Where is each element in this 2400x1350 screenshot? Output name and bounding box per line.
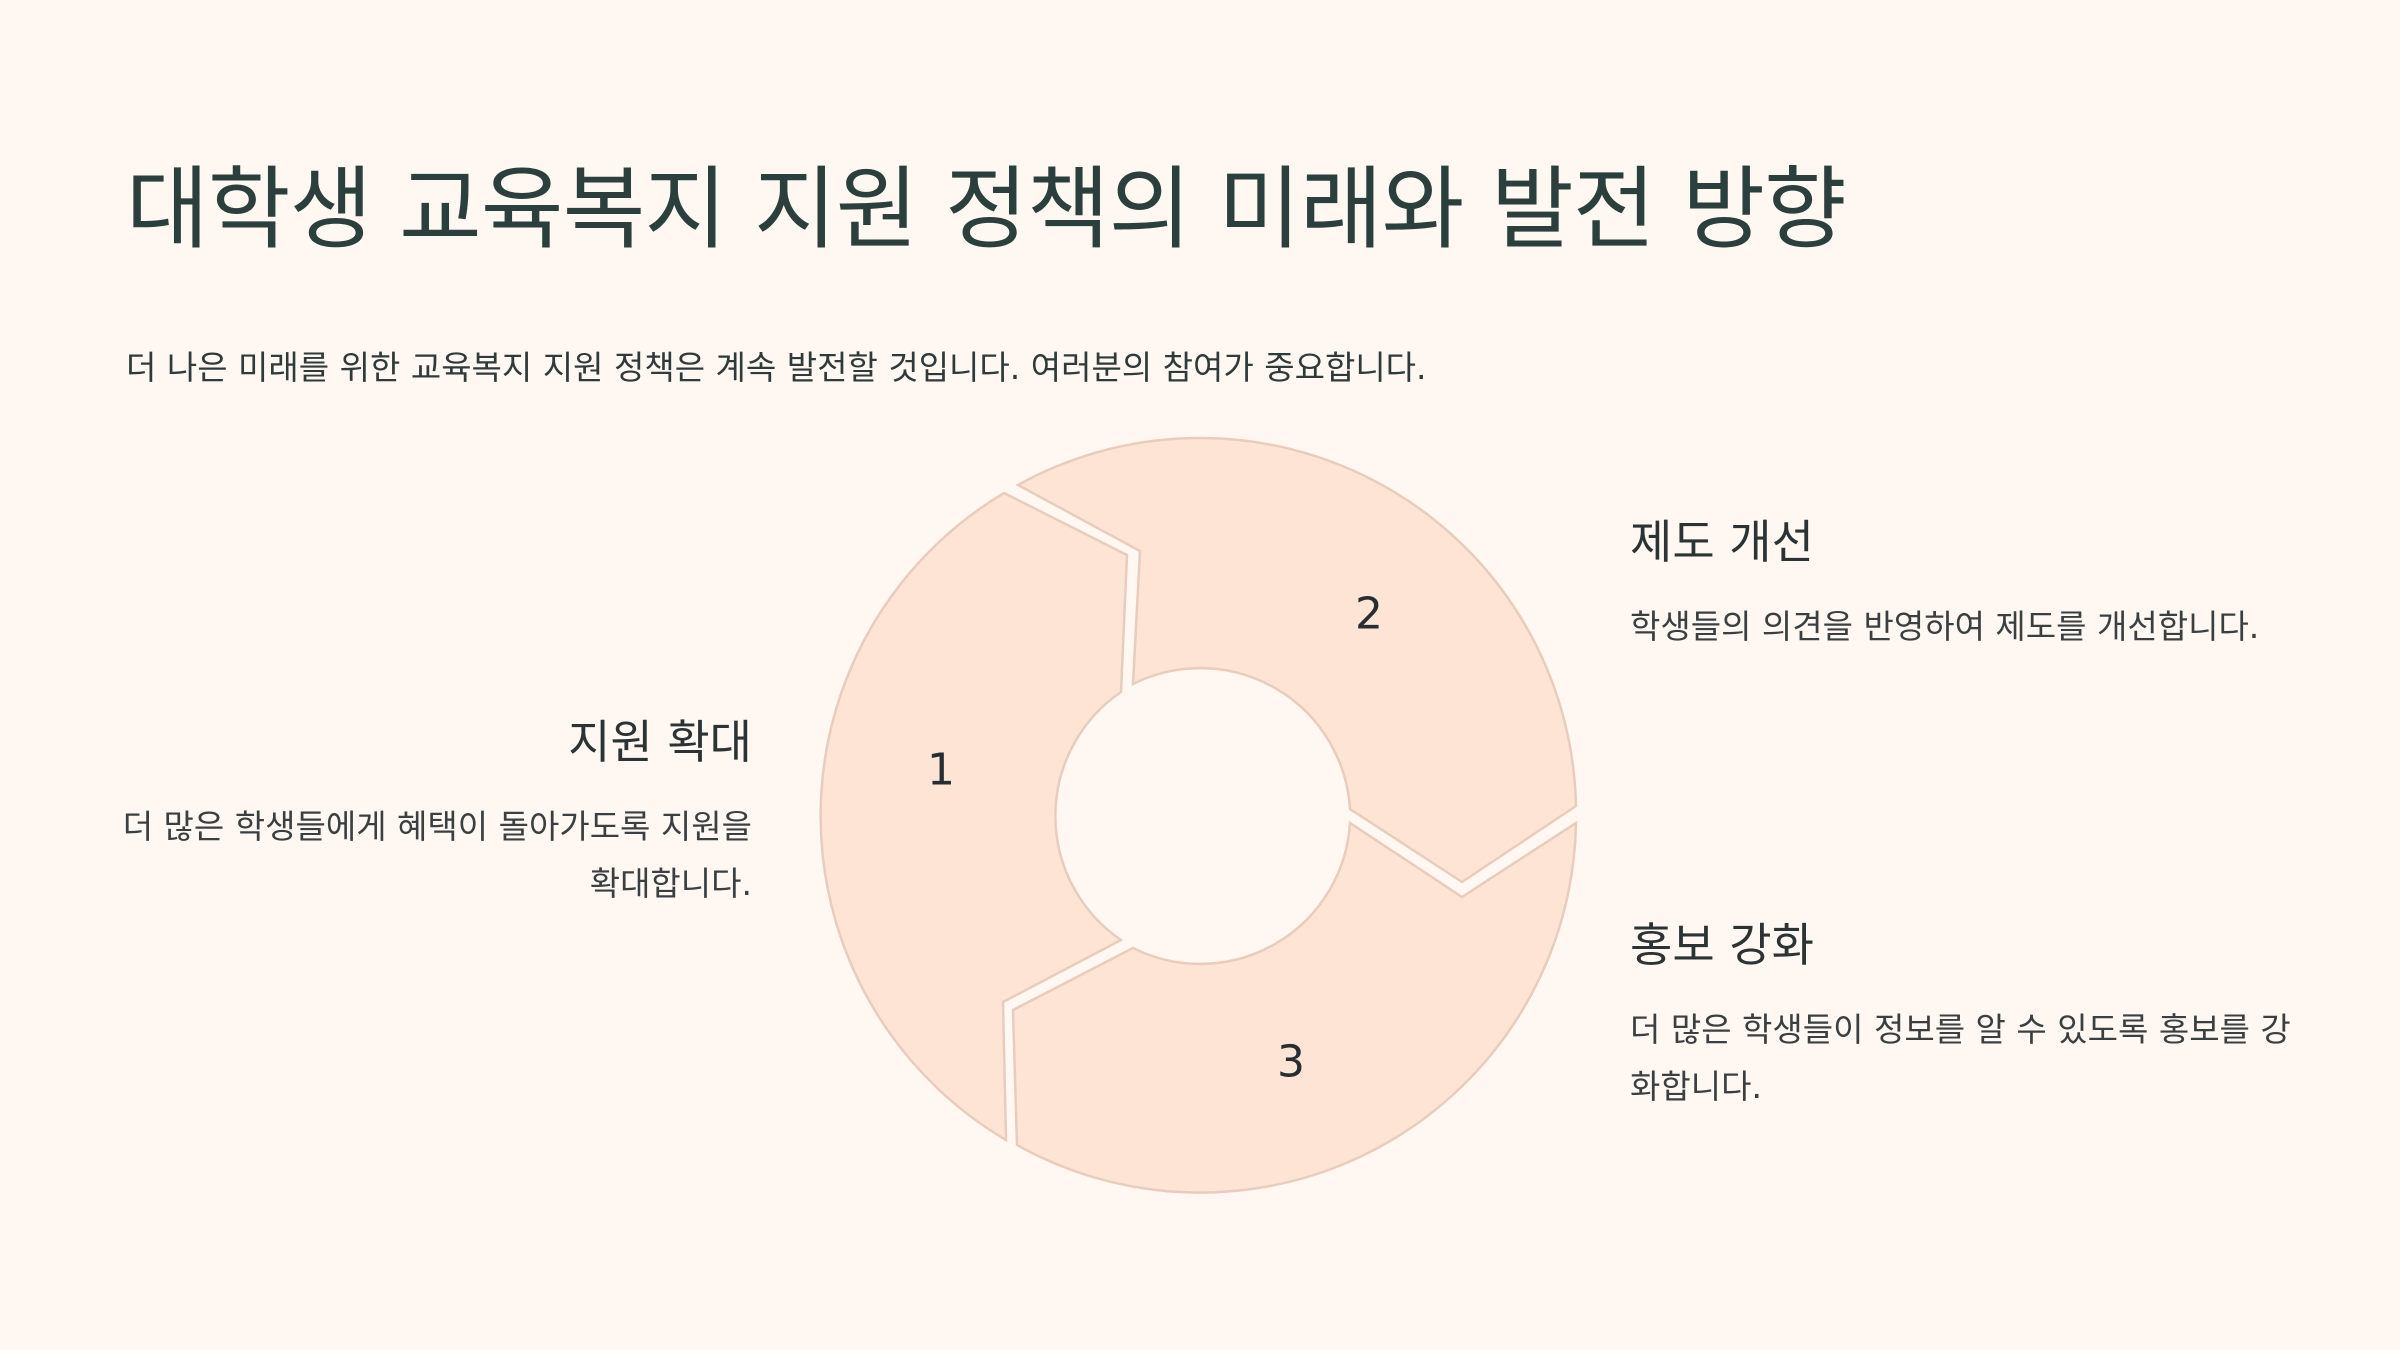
cycle-item-1: 지원 확대 더 많은 학생들에게 혜택이 돌아가도록 지원을 확대합니다. (100, 710, 752, 912)
cycle-number-1: 1 (927, 745, 955, 796)
cycle-item-3-description: 더 많은 학생들이 정보를 알 수 있도록 홍보를 강화합니다. (1630, 1010, 2291, 1106)
cycle-segment-2 (1015, 436, 1578, 884)
page-subtitle: 더 나은 미래를 위한 교육복지 지원 정책은 계속 발전할 것입니다. 여러분… (126, 348, 1427, 387)
cycle-item-3-heading: 홍보 강화 (1630, 918, 1814, 972)
cycle-segment-3 (1011, 820, 1578, 1194)
cycle-item-2-heading: 제도 개선 (1630, 515, 1814, 569)
cycle-item-2: 제도 개선 학생들의 의견을 반영하여 제도를 개선합니다. (1630, 510, 2300, 655)
cycle-number-2: 2 (1355, 589, 1383, 640)
cycle-segments (819, 436, 1578, 1194)
cycle-number-3: 3 (1277, 1037, 1305, 1088)
cycle-item-1-description: 더 많은 학생들에게 혜택이 돌아가도록 지원을 확대합니다. (122, 807, 752, 903)
cycle-numbers: 1 2 3 (927, 589, 1383, 1088)
cycle-item-3: 홍보 강화 더 많은 학생들이 정보를 알 수 있도록 홍보를 강화합니다. (1630, 913, 2300, 1115)
cycle-segment-1 (819, 491, 1129, 1143)
cycle-item-1-heading: 지원 확대 (568, 715, 752, 769)
cycle-item-2-description: 학생들의 의견을 반영하여 제도를 개선합니다. (1630, 607, 2260, 646)
page-title: 대학생 교육복지 지원 정책의 미래와 발전 방향 (126, 157, 1847, 262)
